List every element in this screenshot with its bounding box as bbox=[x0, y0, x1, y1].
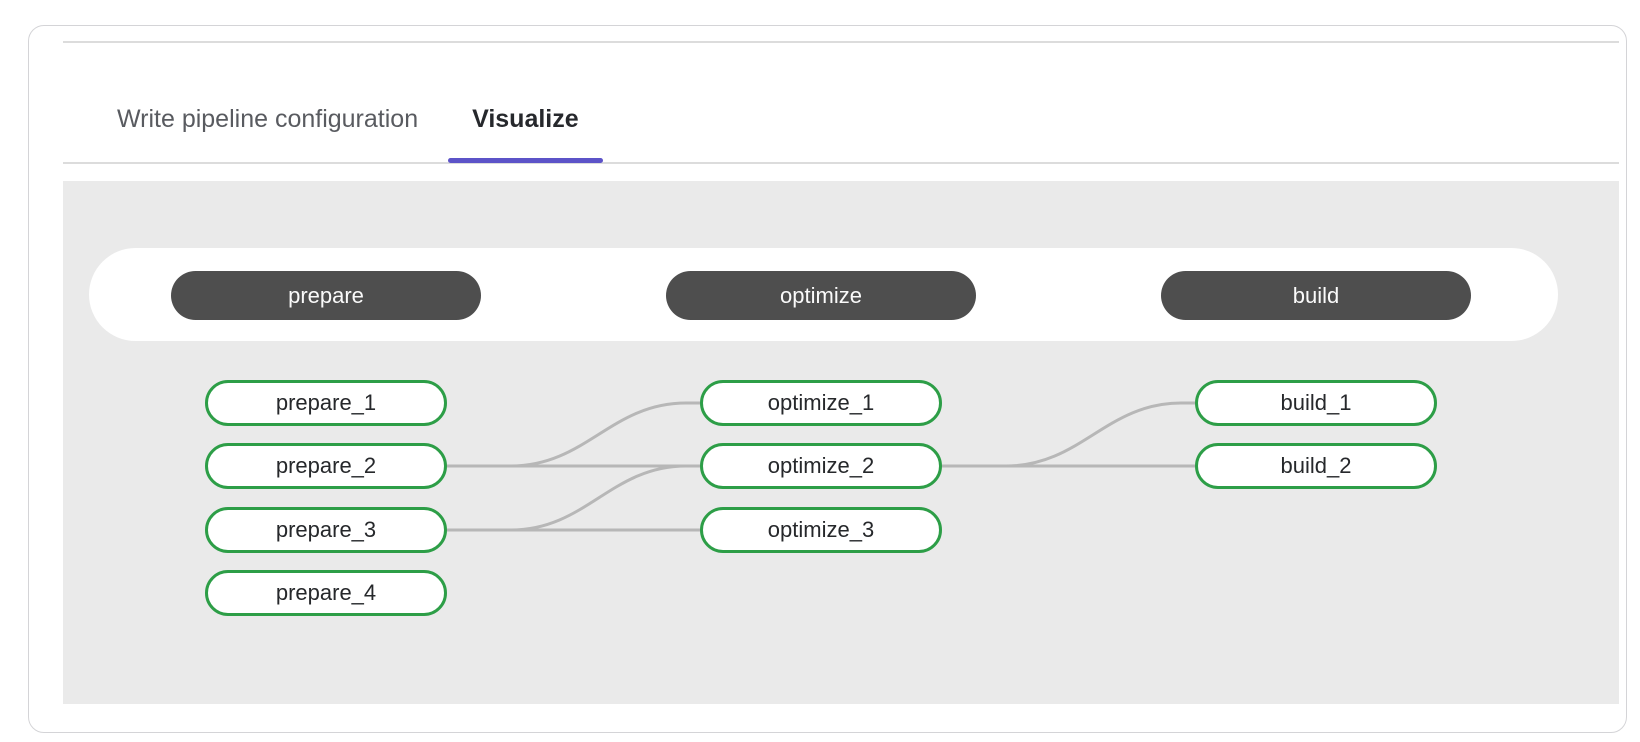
job-pill-prepare_1[interactable]: prepare_1 bbox=[205, 380, 447, 426]
pipeline-edges-svg bbox=[447, 401, 1195, 532]
edge-prepare_3-optimize_2 bbox=[447, 464, 700, 532]
job-pill-prepare_2[interactable]: prepare_2 bbox=[205, 443, 447, 489]
job-pill-build_1[interactable]: build_1 bbox=[1195, 380, 1437, 426]
edge-prepare_2-optimize_1 bbox=[447, 401, 700, 468]
job-pill-build_2[interactable]: build_2 bbox=[1195, 443, 1437, 489]
tab-bar: Write pipeline configuration Visualize bbox=[63, 76, 1619, 164]
tab-write-pipeline-configuration[interactable]: Write pipeline configuration bbox=[117, 76, 418, 162]
job-pill-prepare_3[interactable]: prepare_3 bbox=[205, 507, 447, 553]
tab-visualize[interactable]: Visualize bbox=[448, 76, 603, 163]
stage-pill-prepare: prepare bbox=[171, 271, 481, 320]
job-pill-prepare_4[interactable]: prepare_4 bbox=[205, 570, 447, 616]
edge-optimize_2-build_1 bbox=[942, 401, 1195, 468]
job-pill-optimize_3[interactable]: optimize_3 bbox=[700, 507, 942, 553]
stage-pill-optimize: optimize bbox=[666, 271, 976, 320]
pipeline-editor-card: Write pipeline configuration Visualize p… bbox=[28, 25, 1627, 733]
stage-pill-build: build bbox=[1161, 271, 1471, 320]
job-pill-optimize_2[interactable]: optimize_2 bbox=[700, 443, 942, 489]
top-divider bbox=[63, 41, 1619, 43]
job-pill-optimize_1[interactable]: optimize_1 bbox=[700, 380, 942, 426]
